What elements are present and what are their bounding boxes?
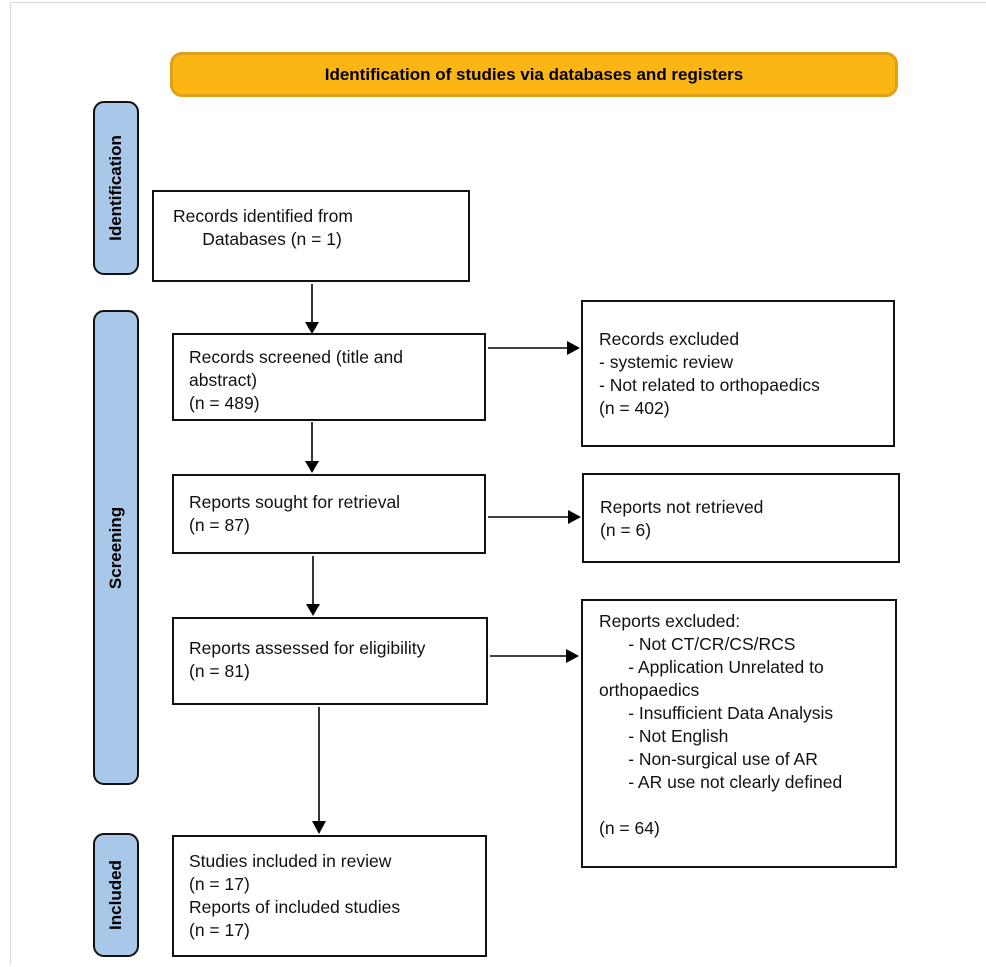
box-reports-not-retrieved: Reports not retrieved (n = 6) <box>582 473 900 563</box>
box-records-identified: Records identified from Databases (n = 1… <box>152 190 470 282</box>
arrow-assessed-to-included <box>312 707 326 834</box>
window-edge-left <box>10 2 11 965</box>
stage-label-identification-text: Identification <box>106 135 125 241</box>
stage-label-screening-text: Screening <box>106 506 126 589</box>
arrow-screened-to-records-excluded <box>488 341 580 355</box>
stage-label-included: Included <box>93 833 139 957</box>
box-reports-sought: Reports sought for retrieval (n = 87) <box>172 474 486 554</box>
box-studies-included: Studies included in review (n = 17) Repo… <box>172 835 487 957</box>
stage-label-identification: Identification <box>93 101 139 275</box>
stage-label-included-text: Included <box>106 860 125 930</box>
box-reports-assessed: Reports assessed for eligibility (n = 81… <box>172 617 488 705</box>
arrow-screened-to-sought <box>305 422 319 473</box>
window-edge-top <box>10 2 986 3</box>
arrow-sought-to-assessed <box>306 556 320 616</box>
banner-title: Identification of studies via databases … <box>170 52 898 97</box>
arrow-assessed-to-reports-excluded <box>490 649 579 663</box>
box-records-screened: Records screened (title and abstract) (n… <box>172 333 486 421</box>
box-reports-excluded: Reports excluded: - Not CT/CR/CS/RCS - A… <box>581 599 897 868</box>
arrow-sought-to-not-retrieved <box>488 510 581 524</box>
arrow-identified-to-screened <box>305 284 319 334</box>
stage-label-screening: Screening <box>93 310 139 785</box>
box-records-excluded: Records excluded - systemic review - Not… <box>581 300 895 447</box>
